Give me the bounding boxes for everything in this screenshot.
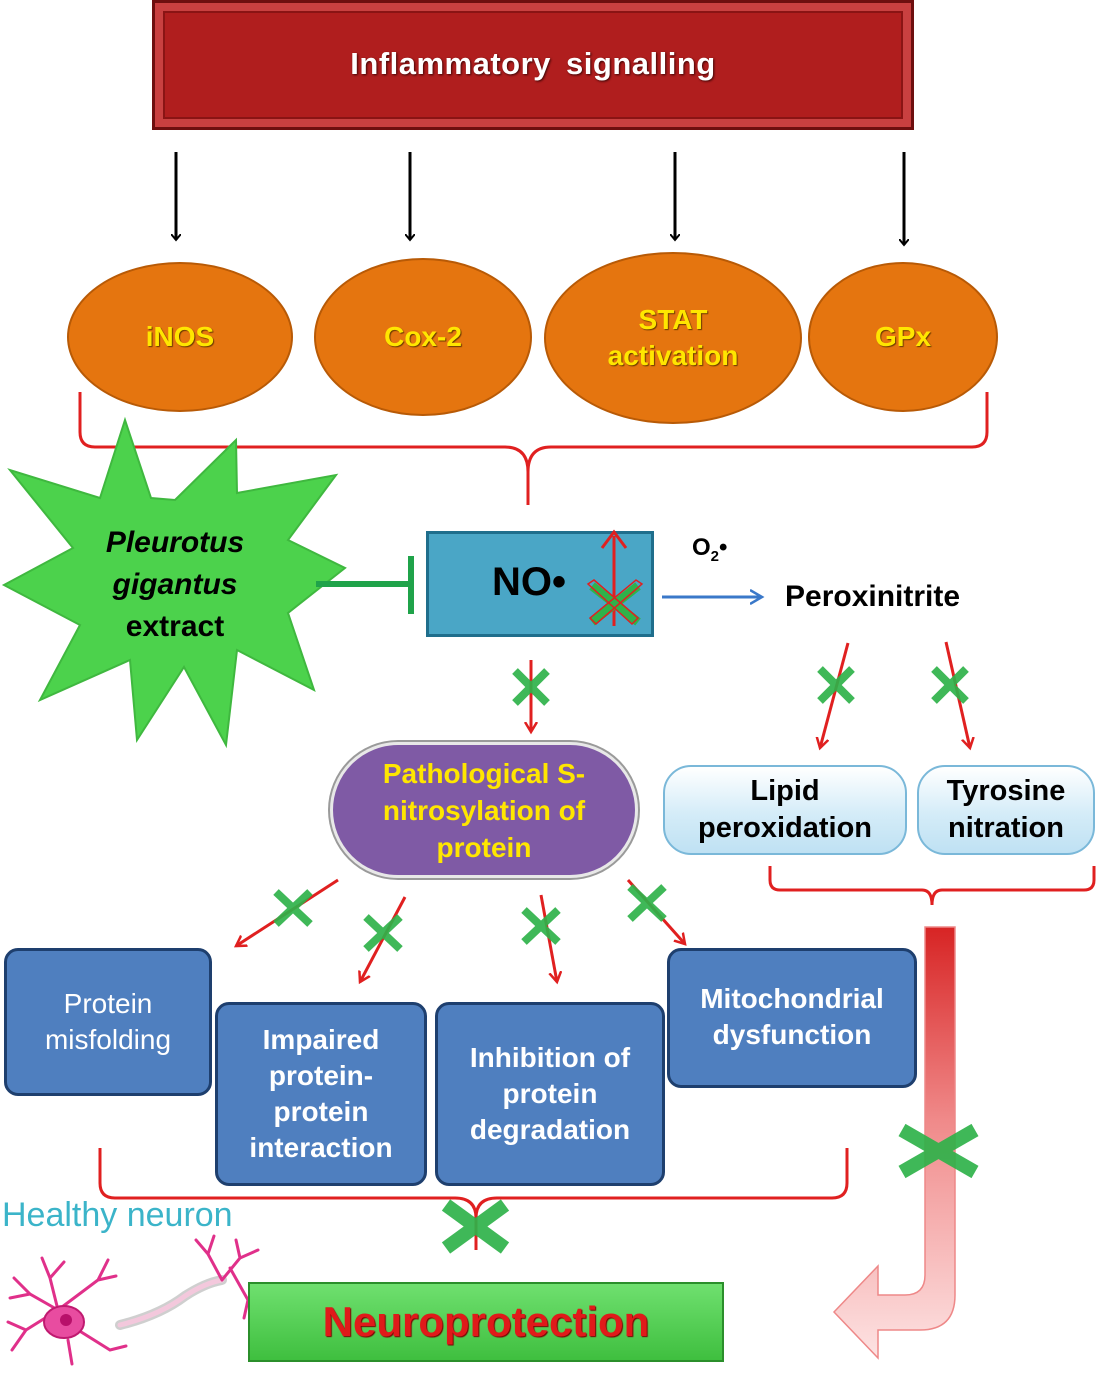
extract-word: extract [125, 610, 225, 643]
x-mark-interaction [363, 914, 403, 952]
x-mark-tyrosine [931, 666, 969, 704]
arrow-to-lipid [820, 642, 850, 748]
oval-stat: STAT activation [544, 252, 802, 424]
extract-species: gigantus [112, 568, 238, 601]
inflammatory-signalling-banner [152, 0, 914, 130]
lipid-peroxidation-label: Lipid peroxidation [697, 775, 872, 844]
tyrosine-nitration-label: Tyrosine nitration [946, 775, 1066, 844]
peroxinitrite-products-brace [768, 866, 1096, 906]
oval-inos: iNOS [67, 262, 293, 412]
neuroprotection-label: Neuroprotection [322, 1298, 650, 1345]
oval-cox2-label: Cox-2 [384, 321, 462, 352]
no-up-arrow-crossed [586, 529, 644, 626]
x-mark-degradation [521, 907, 561, 945]
x-mark-lipid [817, 666, 855, 704]
banner-to-mediator-arrows [176, 152, 904, 245]
extract-genus: Pleurotus [105, 526, 245, 559]
protein-misfolding-box: Protein misfolding [4, 948, 212, 1096]
x-mark-outcome [441, 1199, 510, 1254]
inhibition-degradation-label: Inhibition of protein degradation [469, 1042, 631, 1145]
oval-inos-label: iNOS [145, 321, 215, 352]
protein-misfolding-label: Protein misfolding [44, 988, 172, 1055]
banner-title: Inflammatory signalling [350, 46, 716, 81]
inhibition-symbol [316, 556, 414, 614]
tyrosine-nitration-box: Tyrosine nitration [917, 765, 1095, 855]
oval-gpx: GPx [808, 262, 998, 412]
block-marks [273, 666, 979, 1254]
mitochondrial-dysfunction-box: Mitochondrial dysfunction [667, 948, 917, 1088]
s-nitrosylation-box: Pathological S-nitrosylation of protein [330, 742, 638, 878]
impaired-interaction-label: Impaired protein-protein interaction [249, 1024, 393, 1163]
mitochondrial-dysfunction-label: Mitochondrial dysfunction [700, 983, 884, 1050]
neuroprotection-box: Neuroprotection [248, 1282, 724, 1362]
inhibition-degradation-box: Inhibition of protein degradation [435, 1002, 665, 1186]
superoxide-label: O2• [692, 534, 727, 565]
oval-cox2: Cox-2 [314, 258, 532, 416]
oval-stat-label: STAT activation [607, 304, 739, 371]
healthy-neuron-label: Healthy neuron [2, 1196, 233, 1234]
mediator-brace [78, 392, 989, 505]
x-mark-mito [627, 884, 667, 922]
neuron-illustration [6, 1234, 264, 1366]
superoxide-subscript: 2 [710, 547, 720, 565]
s-nitrosylation-label: Pathological S-nitrosylation of protein [382, 757, 586, 863]
extract-label: Pleurotus gigantus extract [60, 522, 290, 648]
impaired-interaction-box: Impaired protein-protein interaction [215, 1002, 427, 1186]
superoxide-dot: • [719, 534, 728, 561]
lipid-peroxidation-box: Lipid peroxidation [663, 765, 907, 855]
superoxide-symbol: O [692, 534, 711, 561]
x-mark-big-arrow [898, 1123, 979, 1179]
outcome-brace [98, 1148, 849, 1219]
nitric-oxide-box [426, 531, 654, 637]
x-mark-misfolding [273, 889, 313, 927]
arrow-to-interaction [360, 896, 407, 982]
peroxinitrite-label: Peroxinitrite [785, 580, 961, 613]
no-radical-label: NO• [492, 560, 567, 604]
extract-starburst [1, 416, 347, 749]
oval-gpx-label: GPx [874, 321, 932, 352]
x-mark-no [512, 668, 550, 706]
